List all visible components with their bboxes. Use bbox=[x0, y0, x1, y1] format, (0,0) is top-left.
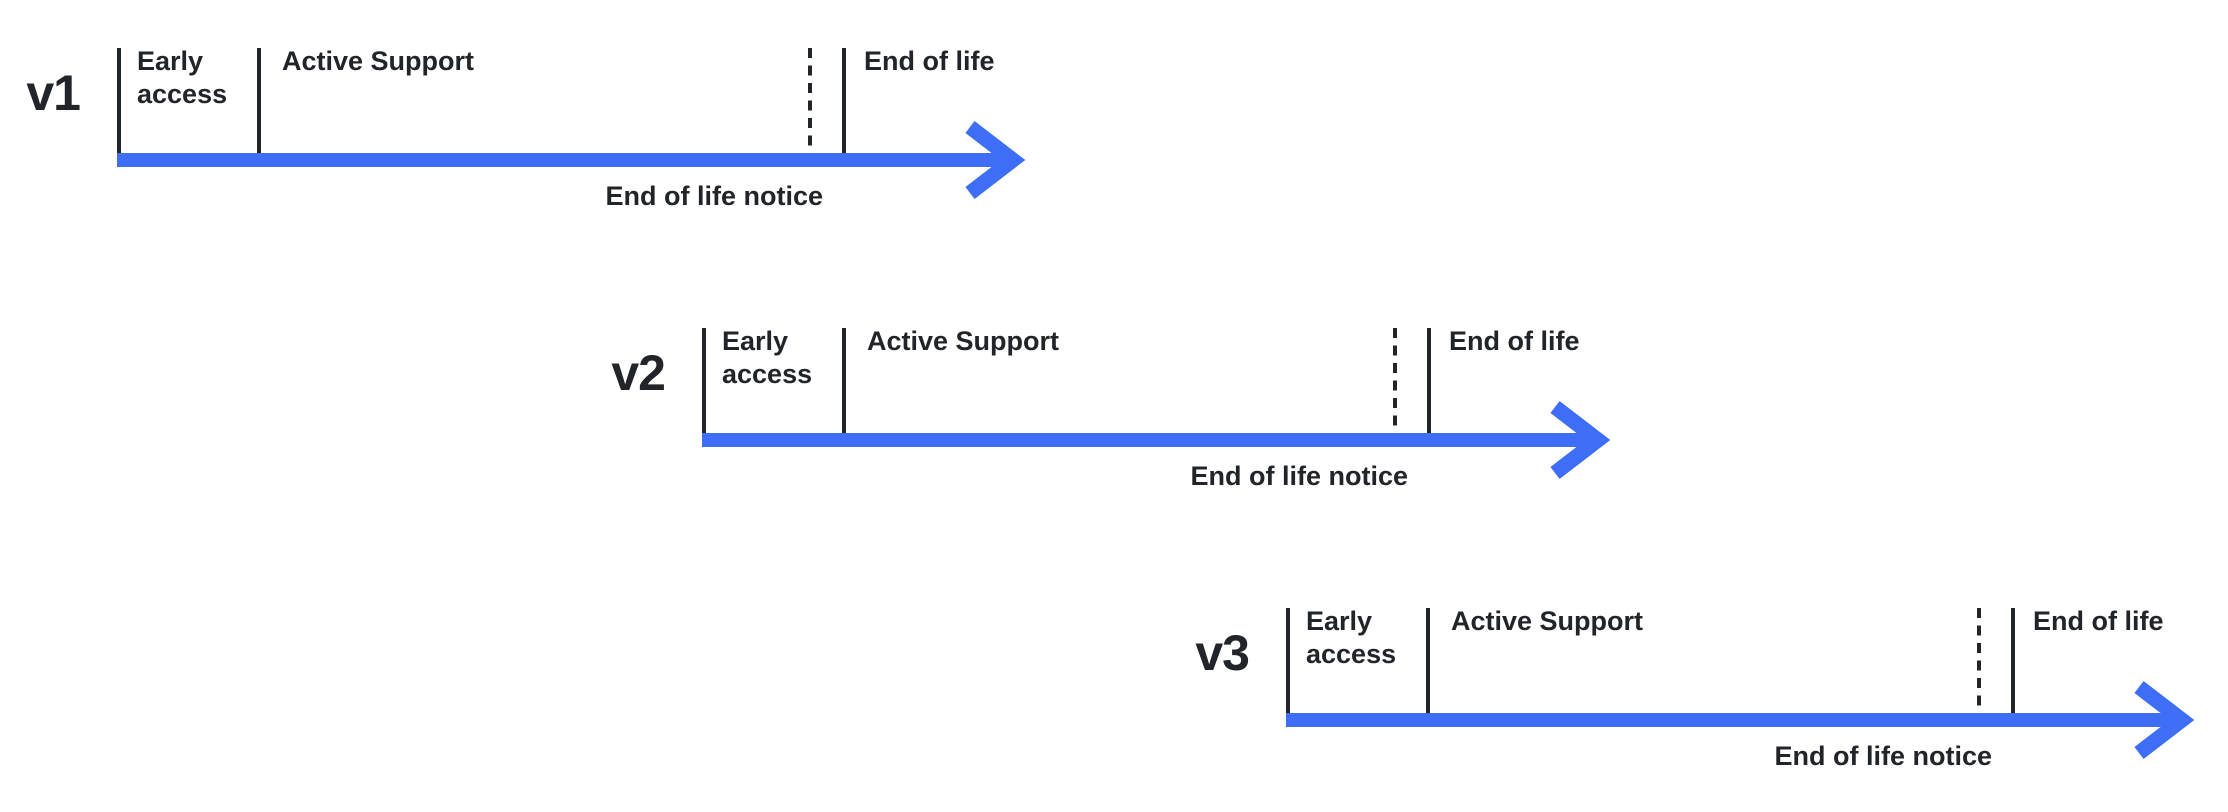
timeline-arrow-head bbox=[2134, 681, 2195, 759]
timeline-v1: v1 Early access Active Support End of li… bbox=[26, 46, 1047, 283]
version-label: v3 bbox=[1195, 625, 1250, 681]
timeline-v2-graphics bbox=[702, 328, 1611, 479]
early-access-label: Early access bbox=[137, 46, 228, 109]
timeline-arrow-head bbox=[1550, 401, 1611, 479]
end-of-life-notice-label: End of life notice bbox=[605, 181, 823, 211]
timeline-arrow-head bbox=[965, 121, 1026, 199]
end-of-life-notice-label: End of life notice bbox=[1190, 461, 1408, 491]
active-support-label: Active Support bbox=[867, 326, 1060, 356]
timeline-v3: v3 Early access Active Support End of li… bbox=[1195, 606, 2216, 812]
end-of-life-notice-label: End of life notice bbox=[1774, 741, 1992, 771]
version-label: v1 bbox=[26, 65, 81, 121]
version-label: v2 bbox=[611, 345, 666, 401]
early-access-label: Early access bbox=[1306, 606, 1397, 669]
timeline-v1-graphics bbox=[117, 48, 1026, 199]
early-access-label: Early access bbox=[722, 326, 813, 389]
active-support-label: Active Support bbox=[282, 46, 475, 76]
end-of-life-label: End of life bbox=[864, 46, 995, 76]
timeline-v3-graphics bbox=[1286, 608, 2195, 759]
active-support-label: Active Support bbox=[1451, 606, 1644, 636]
end-of-life-label: End of life bbox=[1449, 326, 1580, 356]
end-of-life-label: End of life bbox=[2033, 606, 2164, 636]
timeline-v2: v2 Early access Active Support End of li… bbox=[611, 326, 1632, 563]
